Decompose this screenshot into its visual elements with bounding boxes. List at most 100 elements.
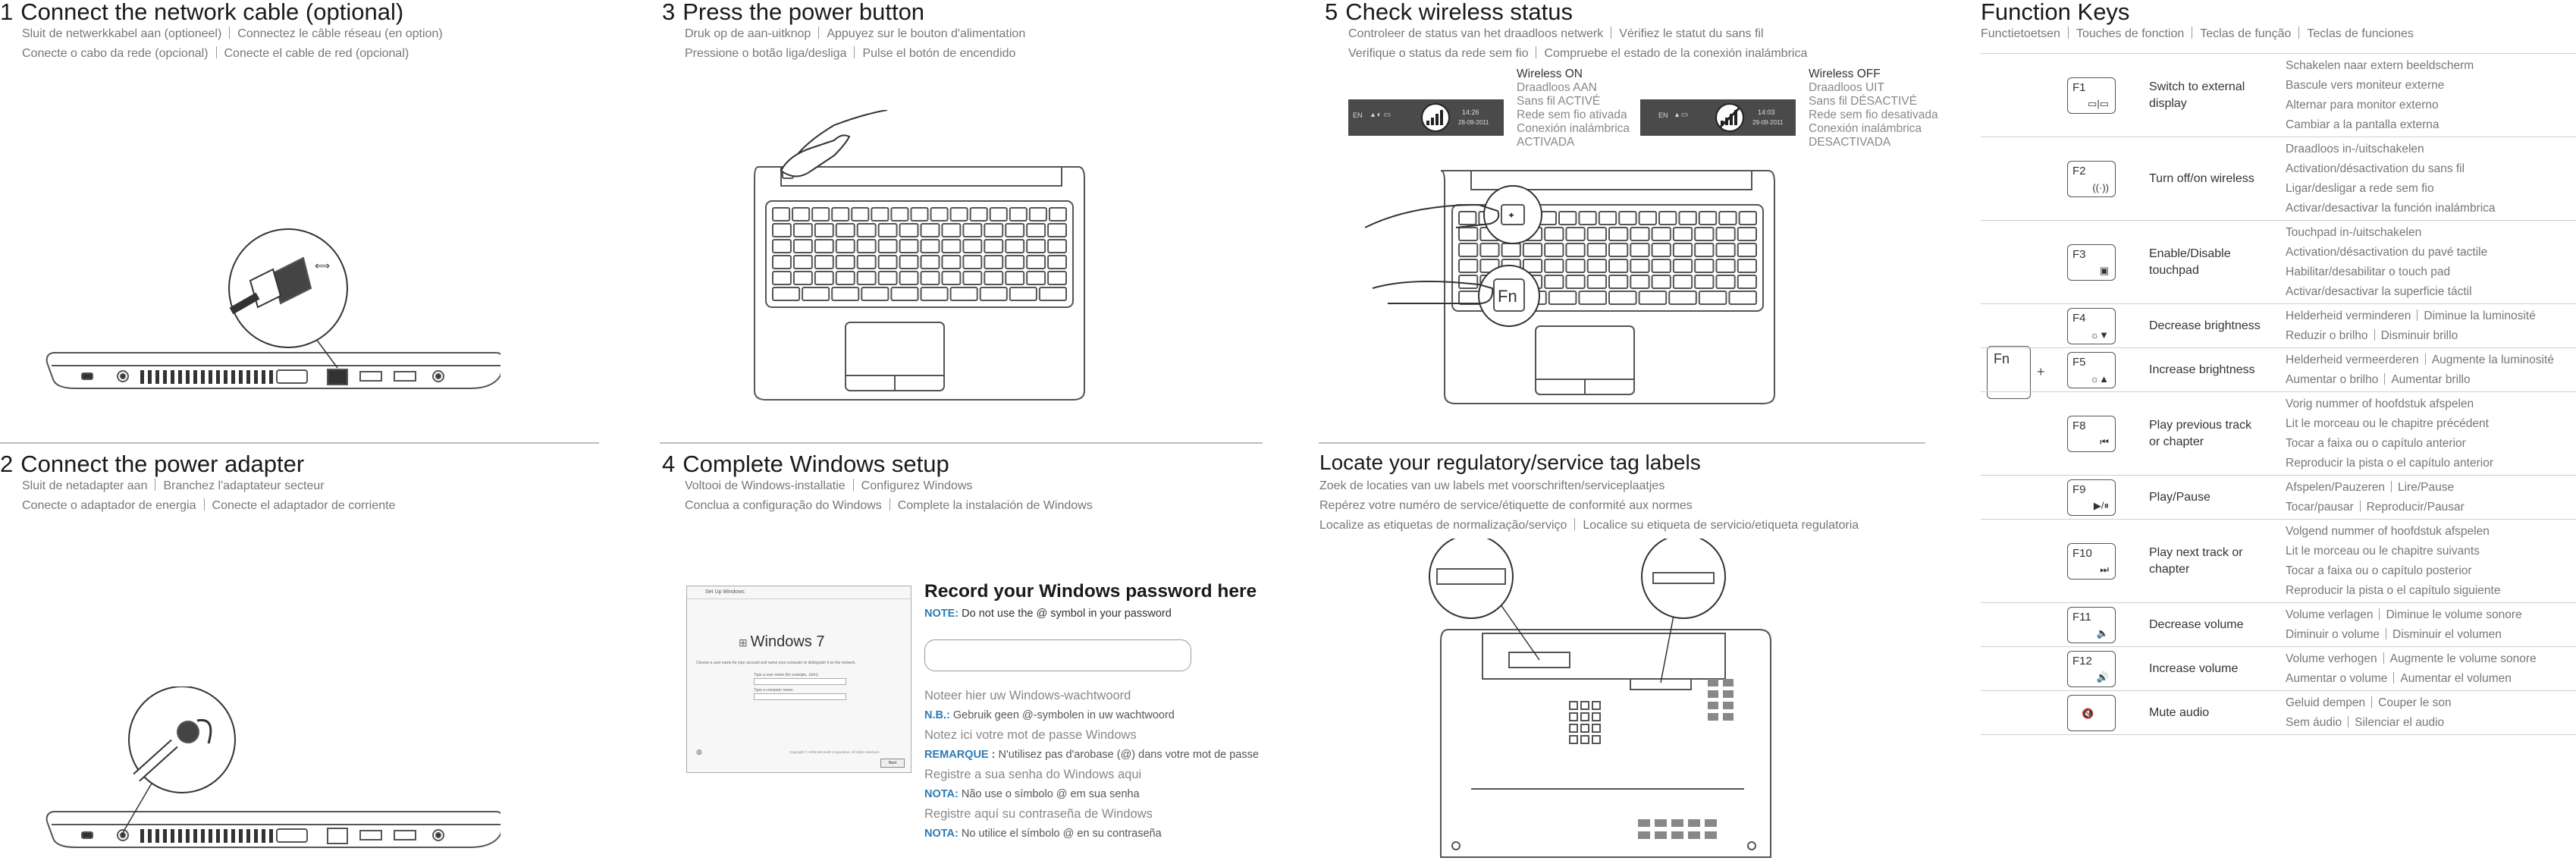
subtitle-text: Druk op de aan-uitknop [685, 27, 811, 40]
keyboard-key [984, 239, 1004, 253]
translation-text: Reproducir la pista o el capítulo siguie… [2286, 584, 2501, 597]
keyboard-key [861, 287, 890, 301]
function-key-f11: F11🔈 [2067, 607, 2116, 643]
subtitle-line: Sluit de netwerkkabel aan (optioneel)Con… [22, 24, 443, 44]
function-key-f2: F2((·)) [2067, 161, 2116, 197]
function-key-f4: F4☼▼ [2067, 308, 2116, 344]
translation-text: Cambiar a la pantalla externa [2286, 118, 2440, 131]
key-label: F4 [2072, 312, 2086, 325]
keyboard-key [1630, 275, 1650, 289]
password-translation-note: N.B.: Gebruik geen @-symbolen in uw wach… [924, 709, 1175, 721]
keyboard-key [1544, 243, 1564, 257]
username-input[interactable] [754, 678, 846, 685]
keyboard-key [920, 271, 940, 285]
keyboard-key [1565, 259, 1586, 273]
keyboard-key [792, 239, 813, 253]
subtitle-text: Complete la instalación de Windows [897, 499, 1093, 512]
translation-text: Augmente le volume sonore [2389, 652, 2537, 665]
plus-sign: + [2037, 364, 2045, 379]
fn-key: Fn [1987, 346, 2031, 399]
keyboard-key [890, 207, 909, 221]
mute-icon: 🔇 [2082, 708, 2094, 719]
keyboard-key [792, 255, 813, 269]
keyboard-key [856, 223, 877, 237]
separator [2359, 501, 2361, 512]
keyboard-key [1694, 275, 1715, 289]
keyboard-key [1608, 243, 1629, 257]
separator [2424, 353, 2426, 365]
function-key-description: Decrease volume [2149, 618, 2244, 631]
keyboard-key [802, 287, 830, 301]
subtitle-line: Controleer de status van het draadloos n… [1348, 24, 1807, 44]
keyboard-key [899, 239, 919, 253]
keyboard-key [899, 271, 919, 285]
keyboard-key [1586, 275, 1608, 289]
password-entry-box[interactable] [924, 639, 1191, 671]
function-key-f5: F5☼▲ [2067, 352, 2116, 388]
function-key-f3: F3▣ [2067, 244, 2116, 281]
translation-text: Aumentar o volume [2286, 672, 2388, 685]
keyboard-key [890, 287, 919, 301]
keyboard-key [772, 255, 792, 269]
separator [2383, 652, 2384, 664]
keyboard-key [949, 287, 978, 301]
subtitle-text: Touches de fonction [2076, 27, 2185, 40]
translation-text: Reproducir/Pausar [2366, 501, 2465, 514]
keyboard-key [835, 239, 855, 253]
translation-text: Alternar para monitor externo [2286, 99, 2439, 112]
keyboard-key [962, 239, 983, 253]
key-label: F3 [2072, 248, 2086, 261]
keyboard-key [831, 207, 850, 221]
keyboard-key [1458, 275, 1479, 289]
translation-text: Bascule vers moniteur externe [2286, 79, 2445, 92]
translation-text: Couper le son [2378, 696, 2452, 709]
wireless-status-text: Rede sem fio desativada [1809, 108, 1938, 121]
keyboard-key [962, 271, 983, 285]
wireless-status-text: Conexión inalámbrica [1517, 122, 1630, 135]
translation-text: Volgend nummer of hoofdstuk afspelen [2286, 525, 2490, 538]
keyboard-key [1672, 275, 1693, 289]
keyboard-key [1651, 259, 1671, 273]
taskbar-wireless-on: EN ▴ ◐ ▭ 14:26 28-09-2011 [1348, 99, 1504, 136]
subtitle-text: Teclas de função [2200, 27, 2292, 40]
keyboard-key [1608, 291, 1637, 305]
separator [852, 479, 854, 491]
translation-text: Tocar a faixa ou o capítulo posterior [2286, 564, 2472, 577]
accessibility-icon[interactable]: ◍ [696, 748, 702, 756]
subtitle-text: Functietoetsen [1981, 27, 2060, 40]
keyboard-key [835, 255, 855, 269]
translation-text: Reproducir la pista o el capítulo anteri… [2286, 457, 2493, 470]
keyboard-key [835, 271, 855, 285]
keyboard-key [877, 255, 898, 269]
laptop-side-power-illustration [45, 686, 500, 848]
separator [2417, 309, 2418, 321]
subtitle-text: Sluit de netwerkkabel aan (optioneel) [22, 27, 222, 40]
keyboard-key [1586, 227, 1608, 241]
keyboard-key [1672, 243, 1693, 257]
keyboard-key [949, 207, 968, 221]
keyboard-key [1638, 211, 1658, 225]
translation-text: Geluid dempen [2286, 696, 2366, 709]
keyboard-key [1737, 243, 1758, 257]
next-button[interactable]: Next [880, 759, 905, 768]
keyboard-key [877, 271, 898, 285]
password-translation-line: Noteer hier uw Windows-wachtwoord [924, 689, 1131, 702]
translation-text: Lire/Pause [2397, 481, 2455, 494]
setup-prompt: Choose a user name for your account and … [696, 661, 856, 665]
wireless-status-text: Wireless OFF [1809, 68, 1881, 80]
computername-input[interactable] [754, 693, 846, 700]
subtitle-text: Teclas de funciones [2307, 27, 2414, 40]
keyboard-key [871, 207, 890, 221]
function-key-description: Switch to external display [2149, 80, 2245, 110]
